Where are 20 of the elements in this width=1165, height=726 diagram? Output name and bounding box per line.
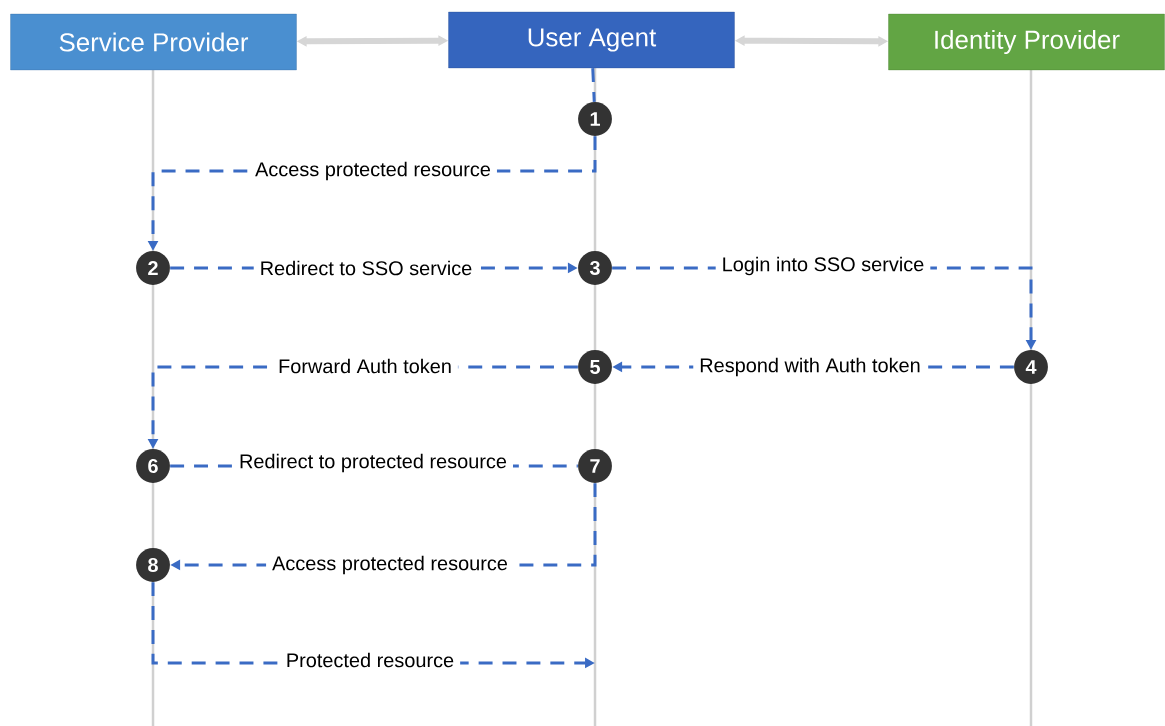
edge-label: Protected resource (279, 649, 461, 671)
step-number: 3 (578, 251, 612, 285)
step-number: 2 (136, 251, 170, 285)
step-number: 6 (136, 449, 170, 483)
edge-label: Forward Auth token (272, 355, 458, 377)
edge-label: Redirect to SSO service (253, 257, 479, 279)
edge-label: Access protected resource (249, 158, 497, 184)
step-number: 8 (136, 548, 170, 582)
edge-label: Access protected resource (266, 552, 514, 578)
participant-box: User Agent (448, 11, 735, 69)
edge-label: Redirect to protected resource (233, 450, 513, 476)
step-number: 4 (1014, 350, 1048, 384)
connector-line (591, 68, 596, 102)
edge-label: Respond with Auth token (693, 354, 927, 380)
edge-label: Login into SSO service (715, 253, 931, 279)
participant-box: Service Provider (10, 13, 297, 71)
participant-box: Identity Provider (888, 13, 1165, 71)
step-number: 5 (578, 350, 612, 384)
step-number: 7 (578, 449, 612, 483)
step-number: 1 (578, 102, 612, 136)
